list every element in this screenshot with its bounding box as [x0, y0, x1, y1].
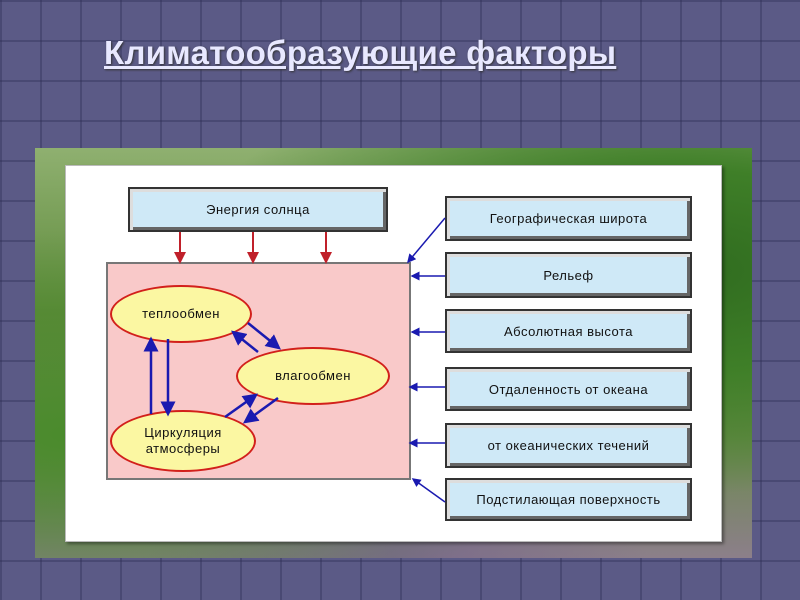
factor-latitude: Географическая широта [445, 196, 692, 241]
factor-underlying-surface: Подстилающая поверхность [445, 478, 692, 521]
cycle-arrow [224, 393, 259, 419]
factor-relief: Рельеф [445, 252, 692, 298]
heat-exchange-ellipse: теплообмен [110, 285, 252, 343]
factor-altitude: Абсолютная высота [445, 309, 692, 353]
factor-arrow [407, 217, 446, 264]
factor-arrow [411, 478, 446, 503]
atmosphere-circulation-ellipse: Циркуляция атмосферы [110, 410, 256, 472]
slide-title: Климатообразующие факторы [104, 34, 617, 71]
factor-ocean-currents: от океанических течений [445, 423, 692, 468]
cycle-arrow [231, 330, 259, 353]
cycle-arrow [242, 396, 279, 424]
moisture-exchange-ellipse: влагообмен [236, 347, 390, 405]
cycle-arrow [247, 322, 281, 350]
factor-ocean-distance: Отдаленность от океана [445, 367, 692, 411]
sun-energy-box: Энергия солнца [128, 187, 388, 232]
